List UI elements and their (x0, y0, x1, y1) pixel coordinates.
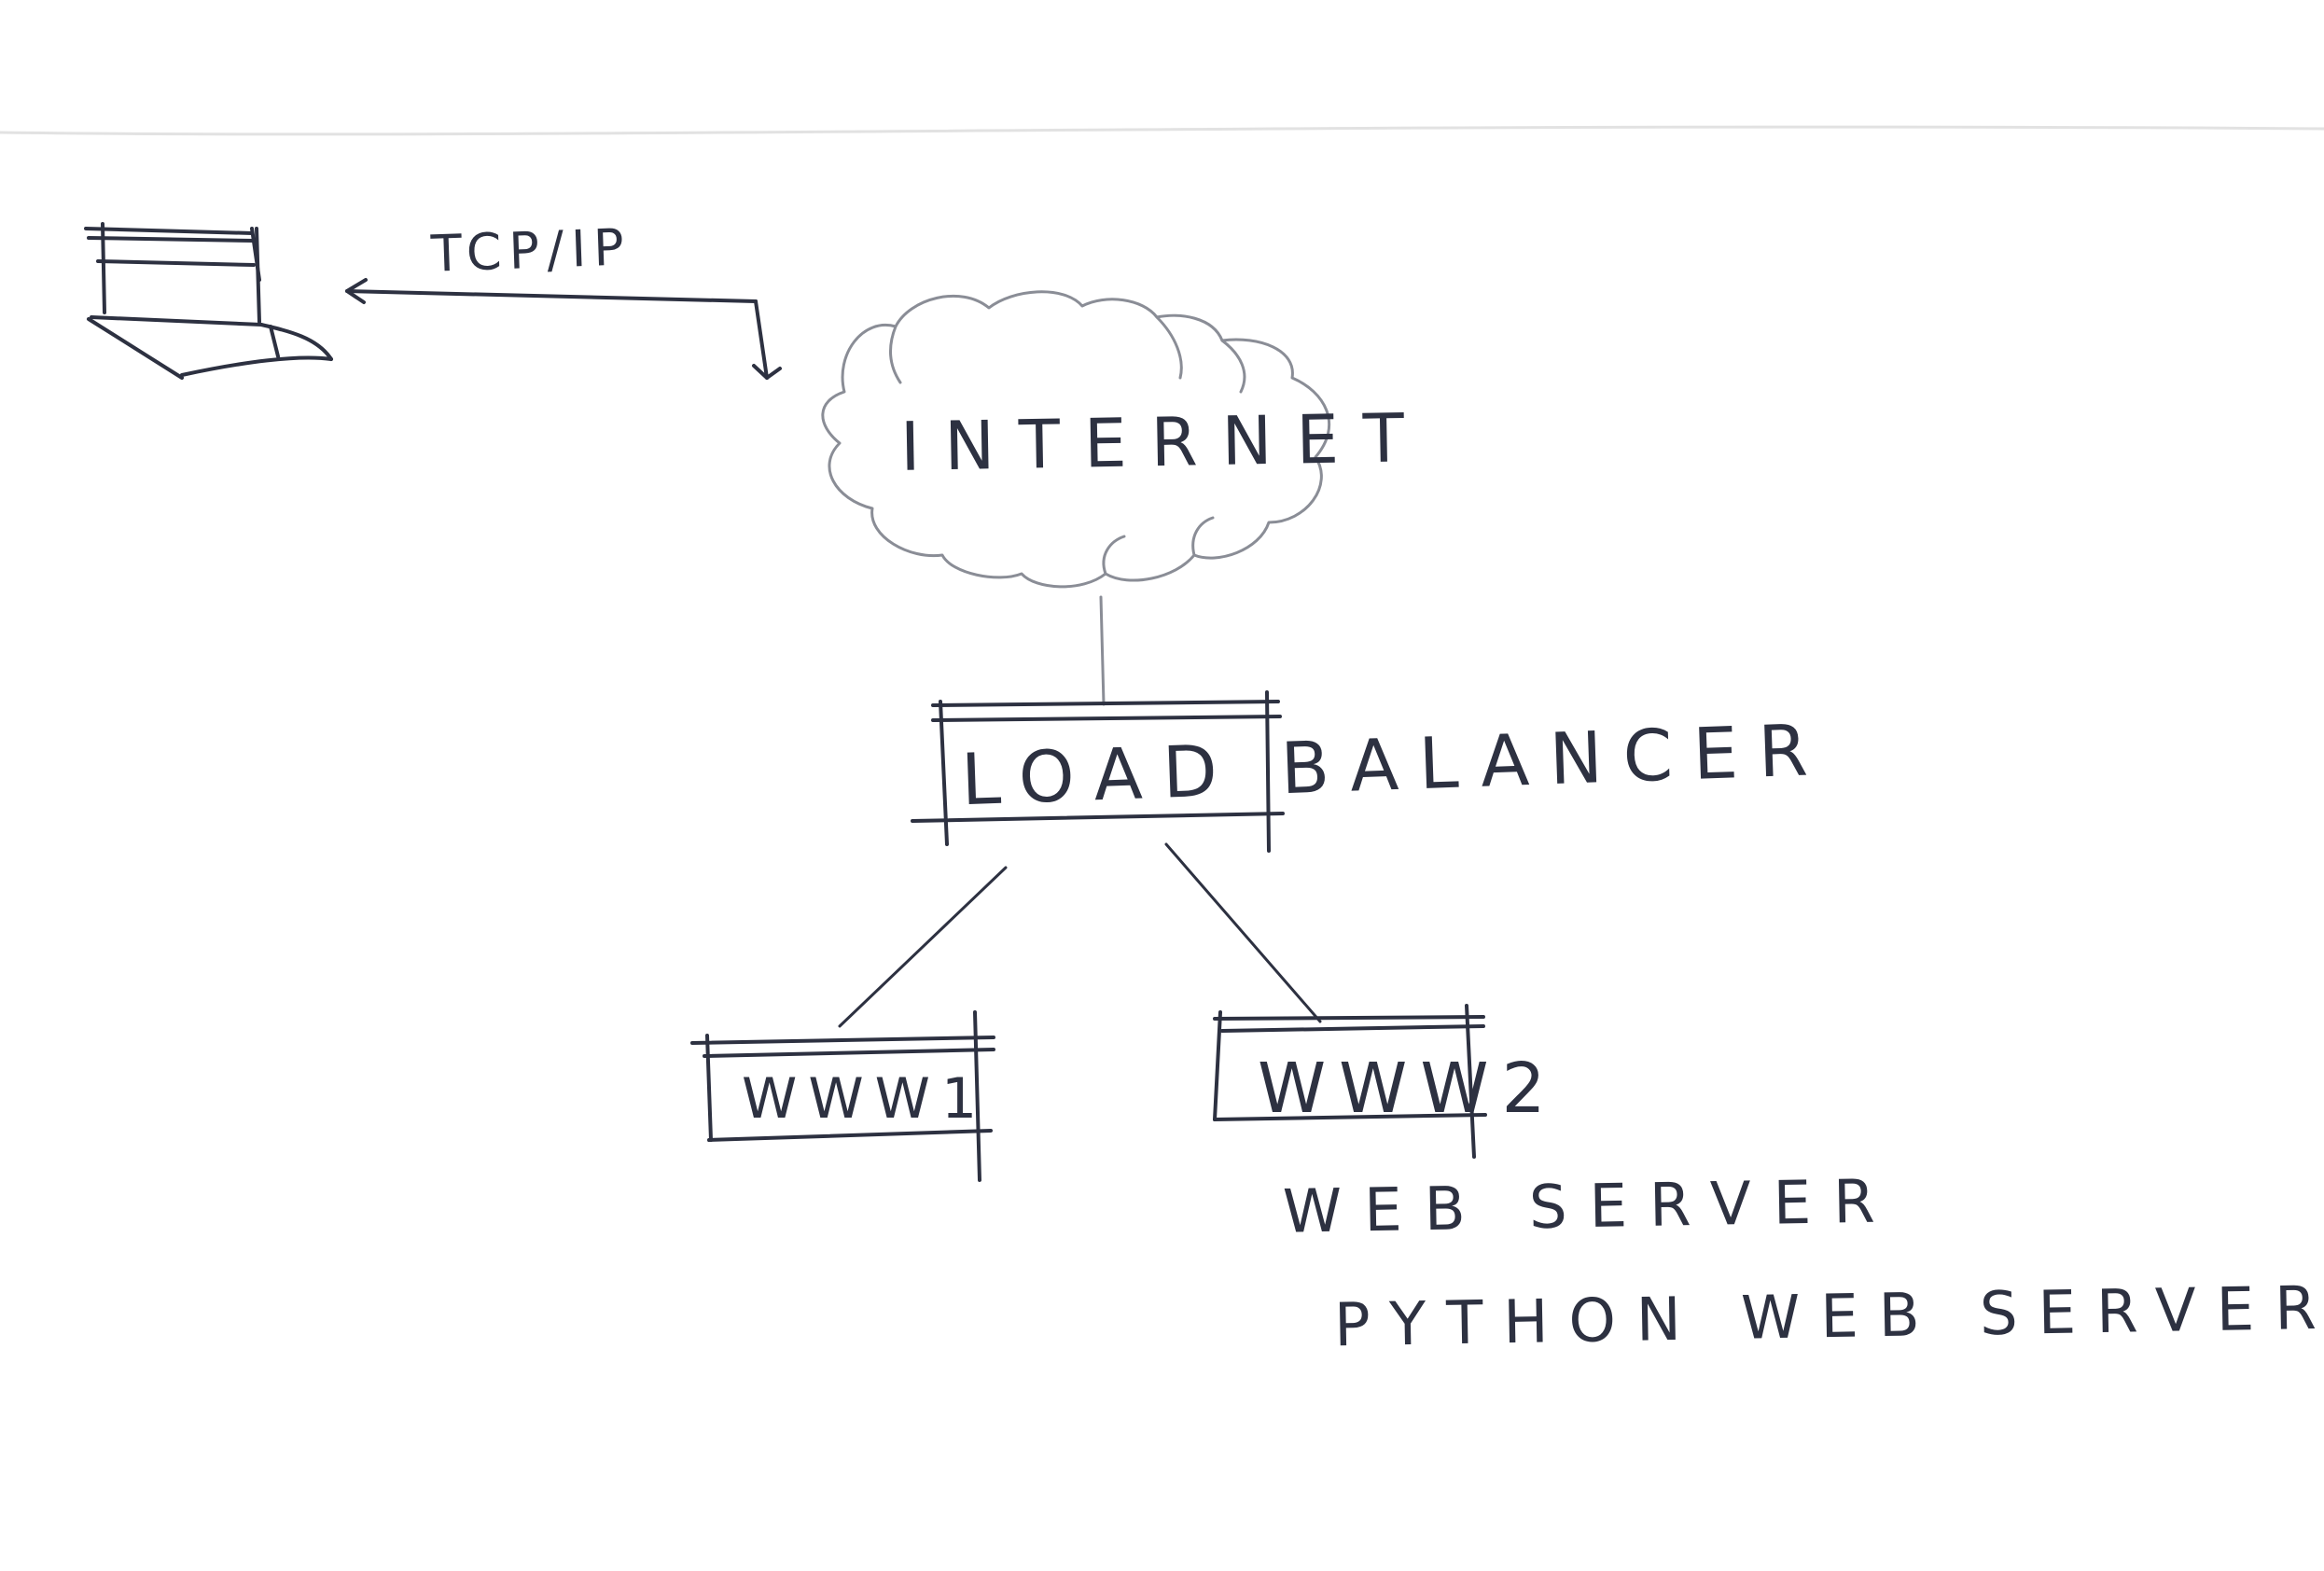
server-www2-label: WWW2 (1258, 1049, 1559, 1129)
server-www1-box (690, 1010, 995, 1182)
load-balancer-box (911, 690, 1285, 853)
tcp-ip-connection-arrow (345, 278, 782, 380)
web-server-note: WEB SERVER (1282, 1167, 1899, 1247)
cloud-inner-strokes (889, 315, 1246, 576)
laptop-icon (84, 222, 333, 380)
server-www1-label: WWW1 (742, 1066, 989, 1132)
internet-to-load-balancer-line (1099, 595, 1106, 706)
paper-crease (0, 125, 2324, 136)
internet-label: INTERNET (899, 398, 1429, 486)
load-balancer-to-servers-lines (838, 842, 1322, 1028)
tcp-ip-label: TCP/IP (429, 217, 633, 284)
cloud-icon (821, 290, 1331, 589)
server-www2-box (1213, 1004, 1487, 1159)
python-web-server-note: PYTHON WEB SERVER (1333, 1273, 2324, 1361)
